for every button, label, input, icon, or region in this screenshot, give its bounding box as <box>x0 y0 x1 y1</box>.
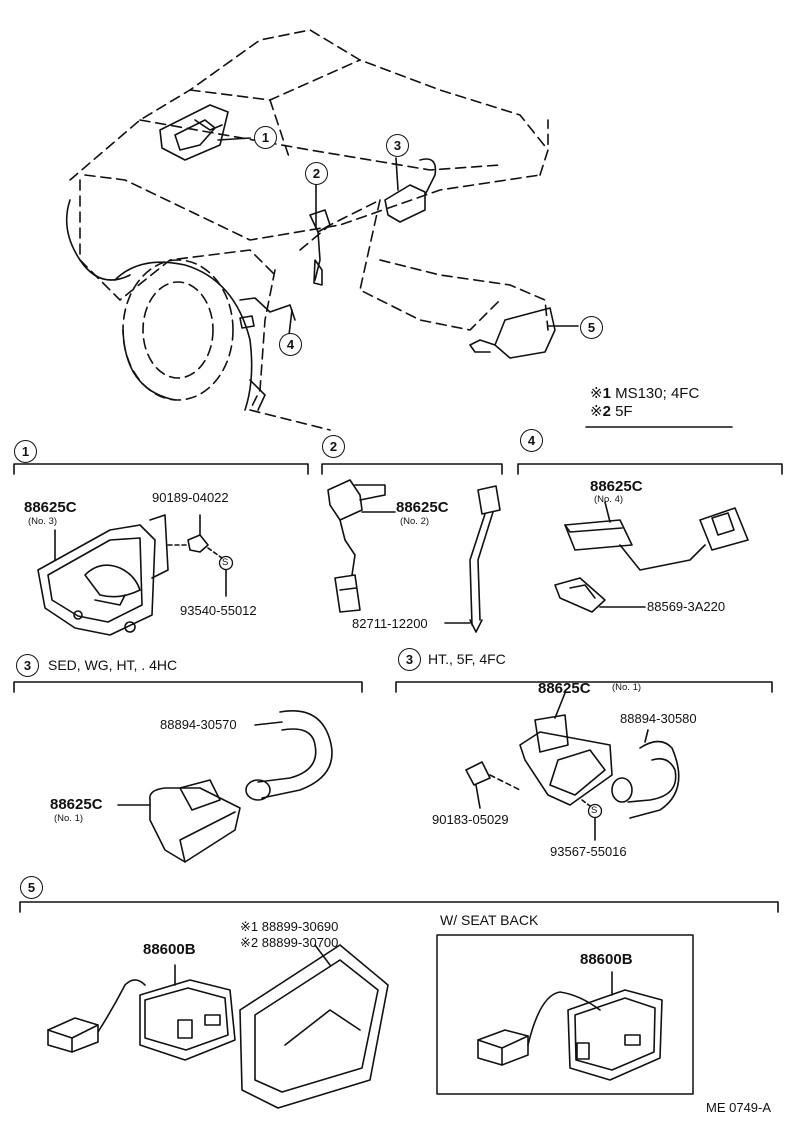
s5-cover1-mark: ※1 <box>240 919 259 934</box>
s5-cover2-part: 88899-30700 <box>261 935 339 950</box>
s3a-title: SED, WG, HT, . 4HC <box>48 657 178 673</box>
s3a-lamp-part: 88625C <box>50 796 103 813</box>
s2-lamp-sub: (No. 2) <box>400 516 430 527</box>
section-1-drawing <box>13 463 309 636</box>
s3b-lamp-part: 88625C <box>538 680 591 697</box>
s4-lamp-part: 88625C <box>590 478 643 495</box>
s5-cover2-mark: ※2 <box>240 935 259 950</box>
s3b-lamp-sub: (No. 1) <box>612 682 642 693</box>
s5-cover1: ※1 88899-30690 <box>240 920 338 933</box>
callout-3: 3 <box>386 134 409 157</box>
section-5-drawing <box>19 901 779 1109</box>
callout-4: 4 <box>279 333 302 356</box>
callout-2: 2 <box>305 162 328 185</box>
callout-1: 1 <box>254 126 277 149</box>
s3b-hose-part: 88894-30580 <box>620 711 697 726</box>
seat-back-unit-part: 88600B <box>580 951 633 968</box>
legend-num-1: 1 <box>602 385 611 402</box>
legend-mark-2: ※ <box>590 403 603 420</box>
section-2-number: 2 <box>322 435 345 458</box>
section-3b-drawing <box>395 681 773 841</box>
callout-5: 5 <box>580 316 603 339</box>
section-3b-number: 3 <box>398 648 421 671</box>
s1-lamp-part: 88625C <box>24 499 77 516</box>
s3b-s-mark: S <box>591 805 598 816</box>
legend-mark-1: ※ <box>590 385 603 402</box>
section-3a-drawing <box>13 681 363 863</box>
section-5-number: 5 <box>20 876 43 899</box>
s3a-hose-part: 88894-30570 <box>160 717 237 732</box>
s3b-screw-part: 93567-55016 <box>550 844 627 859</box>
s5-unit-part: 88600B <box>143 941 196 958</box>
legend-num-2: 2 <box>602 403 611 420</box>
seat-back-title: W/ SEAT BACK <box>440 912 539 928</box>
s1-bolt-part: 90189-04022 <box>152 490 229 505</box>
s5-cover2: ※2 88899-30700 <box>240 936 338 949</box>
s2-wire-part: 82711-12200 <box>352 616 428 631</box>
legend-item-2: ※2 5F <box>590 404 633 419</box>
legend-item-1: ※1 MS130; 4FC <box>590 386 699 401</box>
section-3a-number: 3 <box>16 654 39 677</box>
s1-s-mark: S <box>222 557 229 568</box>
s5-cover1-part: 88899-30690 <box>261 919 339 934</box>
section-1-number: 1 <box>14 440 37 463</box>
s3a-lamp-sub: (No. 1) <box>54 813 84 824</box>
s4-lamp-sub: (No. 4) <box>594 494 624 505</box>
section-4-number: 4 <box>520 429 543 452</box>
legend-text-1: MS130; 4FC <box>615 385 700 402</box>
legend-text-2: 5F <box>615 403 633 420</box>
s3b-clip-part: 90183-05029 <box>432 812 509 827</box>
s1-lamp-sub: (No. 3) <box>28 516 58 527</box>
s4-clip-part: 88569-3A220 <box>647 599 726 614</box>
section-4-drawing <box>517 463 783 613</box>
s1-screw-part: 93540-55012 <box>180 603 257 618</box>
s3b-title: HT., 5F, 4FC <box>428 651 506 667</box>
s2-lamp-part: 88625C <box>396 499 449 516</box>
car-body-overview <box>65 29 733 431</box>
section-2-drawing <box>321 463 503 633</box>
figure-code: ME 0749-A <box>706 1100 772 1115</box>
